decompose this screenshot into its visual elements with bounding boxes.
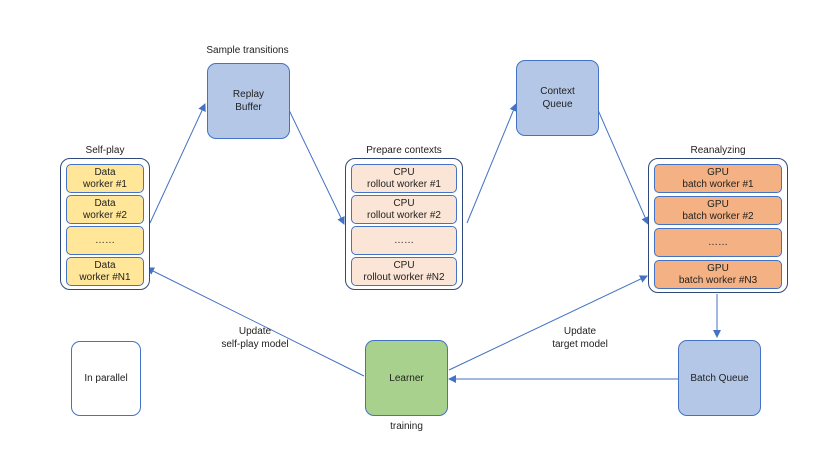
data-worker-1: Data worker #1 xyxy=(66,164,144,193)
batch-queue-node: Batch Queue xyxy=(678,340,761,416)
arrow-selfplay-to-replay xyxy=(149,103,206,224)
arrow-context-to-reanalyze xyxy=(597,109,649,225)
gpu-batch-worker-1: GPU batch worker #1 xyxy=(654,164,782,193)
arrow-learner-to-reanalyze xyxy=(448,275,648,371)
context-queue-node: Context Queue xyxy=(516,60,599,136)
reanalyzing-group: GPU batch worker #1 GPU batch worker #2 … xyxy=(648,158,788,293)
label-training: training xyxy=(390,421,423,432)
arrow-prepare-to-context xyxy=(466,103,518,224)
prepare-contexts-group: CPU rollout worker #1 CPU rollout worker… xyxy=(345,158,463,290)
data-worker-ellipsis: …… xyxy=(66,226,144,255)
cpu-rollout-worker-2: CPU rollout worker #2 xyxy=(351,195,457,224)
data-worker-2: Data worker #2 xyxy=(66,195,144,224)
label-update-target: Update target model xyxy=(552,326,608,350)
arrow-learner-to-selfplay xyxy=(146,267,365,377)
label-sample-transitions: Sample transitions xyxy=(206,45,289,56)
gpu-batch-worker-n3: GPU batch worker #N3 xyxy=(654,260,782,289)
data-worker-n1: Data worker #N1 xyxy=(66,257,144,286)
arrow-replay-to-prepare xyxy=(288,109,345,225)
self-play-group: Data worker #1 Data worker #2 …… Data wo… xyxy=(60,158,150,290)
label-update-self-play: Update self-play model xyxy=(221,326,289,350)
label-reanalyzing: Reanalyzing xyxy=(690,145,746,156)
cpu-rollout-worker-n2: CPU rollout worker #N2 xyxy=(351,257,457,286)
in-parallel-node: In parallel xyxy=(71,341,141,416)
label-prepare-contexts: Prepare contexts xyxy=(366,145,442,156)
replay-buffer-node: Replay Buffer xyxy=(207,63,290,139)
learner-node: Learner xyxy=(365,340,448,416)
label-self-play: Self-play xyxy=(85,145,125,156)
gpu-batch-worker-2: GPU batch worker #2 xyxy=(654,196,782,225)
gpu-batch-worker-ellipsis: …… xyxy=(654,228,782,257)
cpu-rollout-worker-ellipsis: …… xyxy=(351,226,457,255)
cpu-rollout-worker-1: CPU rollout worker #1 xyxy=(351,164,457,193)
